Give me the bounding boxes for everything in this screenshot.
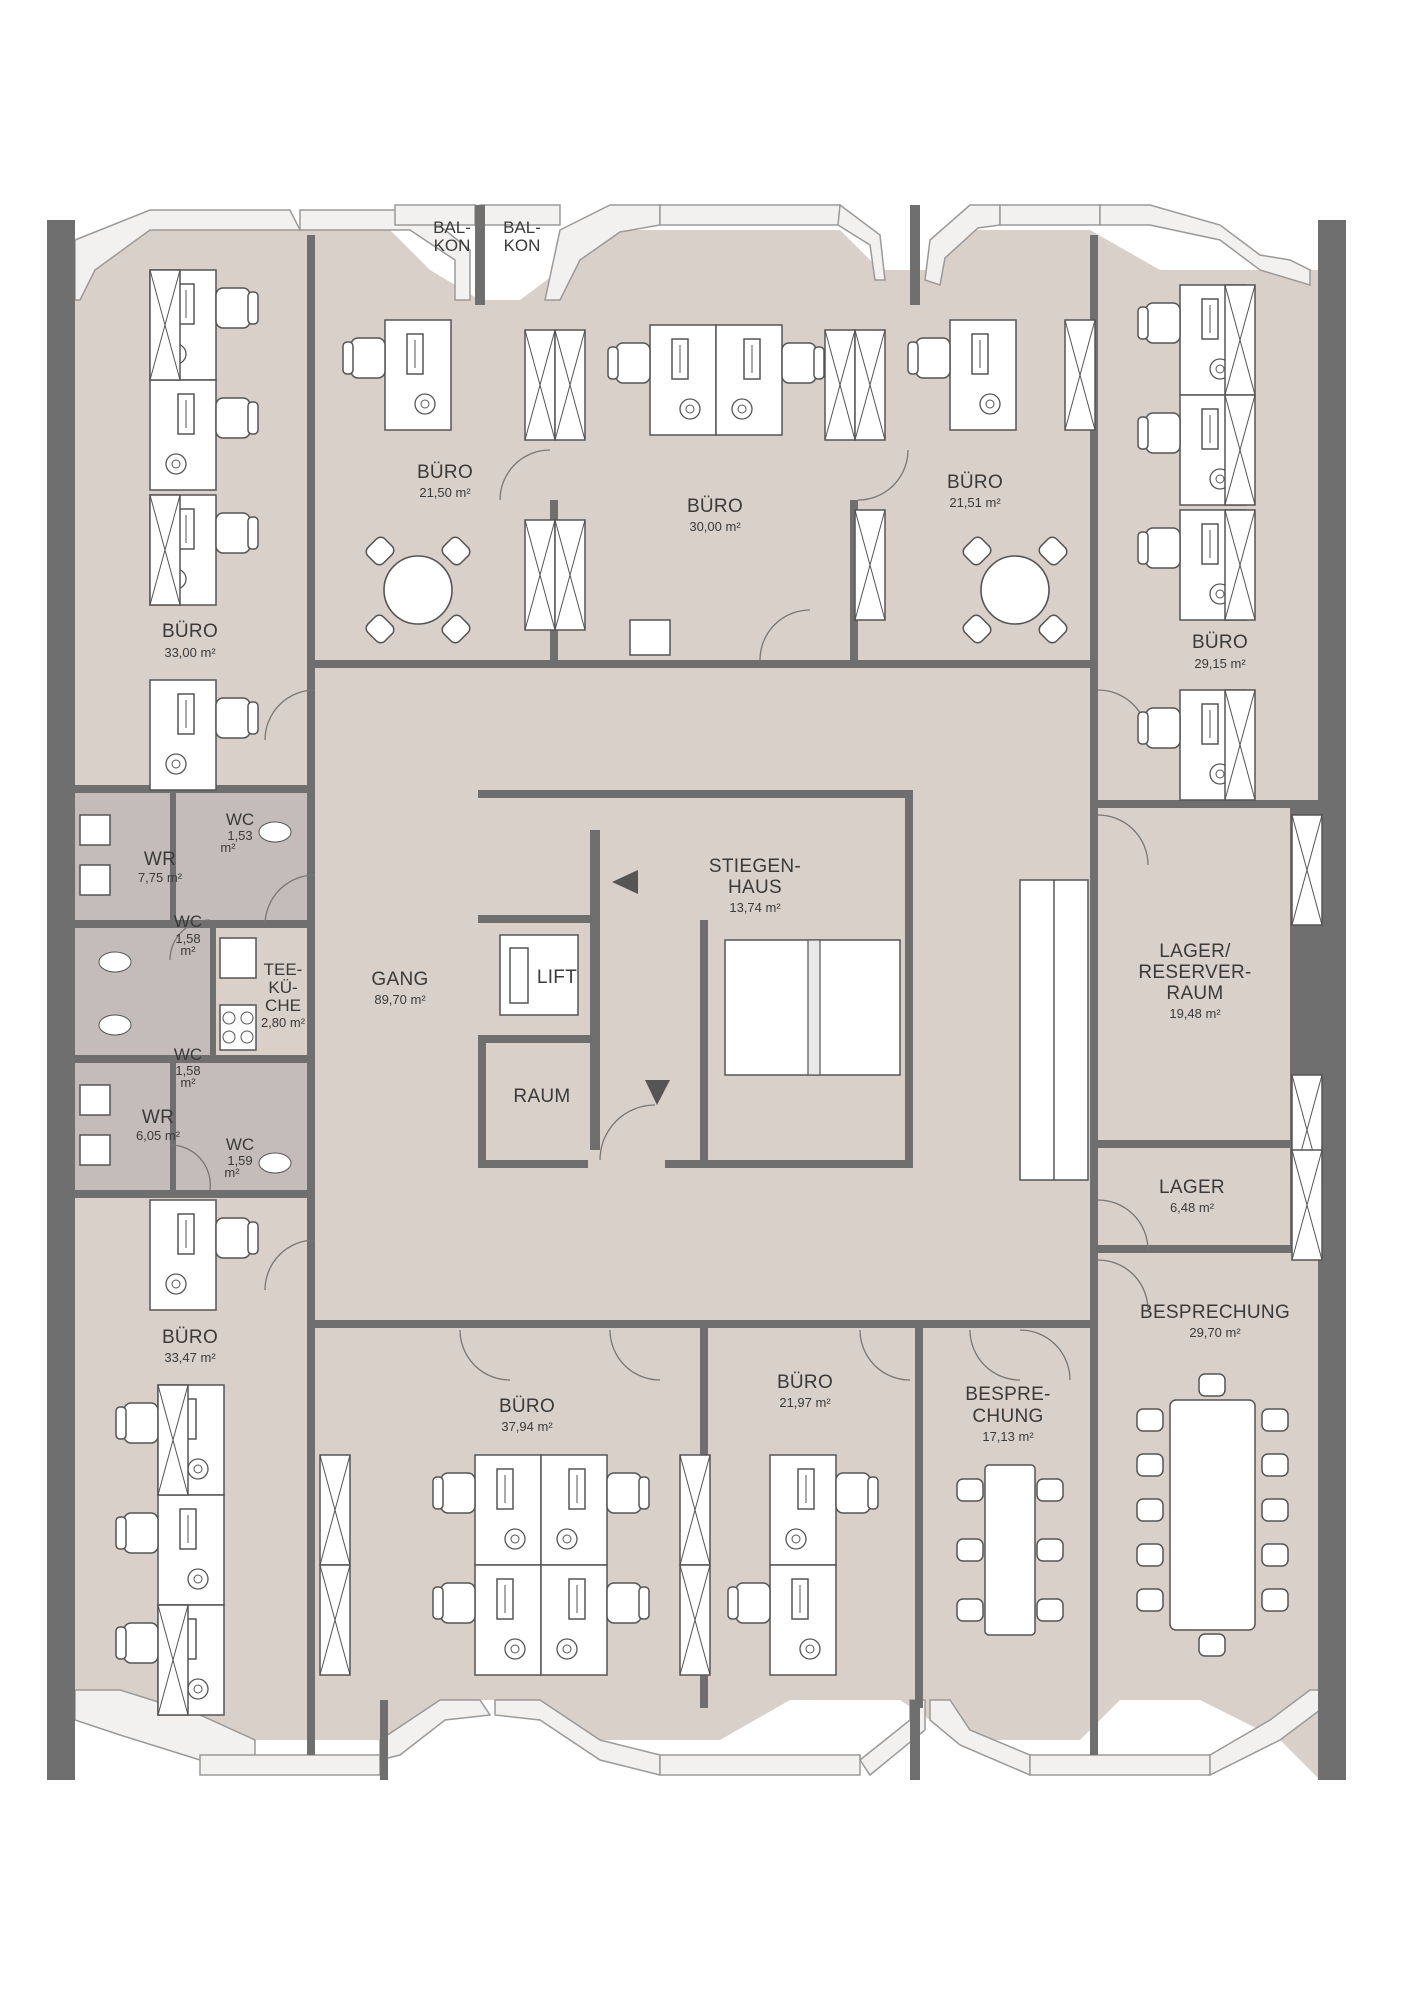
- room-name-raum: RAUM: [513, 1086, 570, 1107]
- room-area-buero-n2: 30,00 m²: [689, 519, 741, 534]
- balcony-right-1: BAL-: [503, 218, 541, 237]
- doors: [169, 449, 1149, 1381]
- room-area-buero-n1: 21,50 m²: [419, 485, 471, 500]
- room-name-besprechung-se: BESPRECHUNG: [1140, 1302, 1290, 1323]
- room-name-buero-s1: BÜRO: [499, 1396, 555, 1417]
- room-name-lager-reserve-2: RESERVER-: [1138, 962, 1251, 983]
- balcony-right-2: KON: [504, 236, 541, 255]
- room-area-buero-s1: 37,94 m²: [501, 1419, 553, 1434]
- room-name-buero-n2: BÜRO: [687, 496, 743, 517]
- room-area-wc1-value: 1,53: [227, 828, 252, 843]
- room-name-besprechung-s-2: CHUNG: [972, 1406, 1043, 1427]
- room-name-wc4: WC: [226, 1135, 254, 1154]
- balcony-left-1: BAL-: [433, 218, 471, 237]
- room-name-lager: LAGER: [1159, 1177, 1225, 1198]
- room-area-wr2: 6,05 m²: [136, 1128, 181, 1143]
- room-labels: BÜRO 33,00 m² BÜRO 21,50 m² BÜRO 30,00 m…: [136, 218, 1290, 1444]
- room-name-buero-n1: BÜRO: [417, 462, 473, 483]
- room-name-lager-reserve-3: RAUM: [1166, 983, 1223, 1004]
- room-name-lift: LIFT: [537, 967, 577, 988]
- room-name-lager-reserve-1: LAGER/: [1159, 941, 1231, 962]
- room-area-teekueche: 2,80 m²: [261, 1015, 306, 1030]
- room-name-teekueche-2: KÜ-: [268, 978, 297, 997]
- room-name-teekueche-1: TEE-: [264, 960, 303, 979]
- room-area-wr1: 7,75 m²: [138, 870, 183, 885]
- room-area-wc3-unit: m²: [180, 1075, 196, 1090]
- window-bays: [74, 203, 1321, 1777]
- room-name-stiegenhaus-2: HAUS: [728, 877, 782, 898]
- walls: [47, 205, 1346, 1780]
- room-name-wc2: WC: [174, 912, 202, 931]
- room-name-buero-nw: BÜRO: [162, 621, 218, 642]
- room-area-buero-n3: 21,51 m²: [949, 495, 1001, 510]
- room-area-wc4-value: 1,59: [227, 1153, 252, 1168]
- room-name-wr1: WR: [144, 849, 176, 870]
- room-name-buero-n3: BÜRO: [947, 472, 1003, 493]
- room-area-buero-sw: 33,47 m²: [164, 1350, 216, 1365]
- room-name-wc3: WC: [174, 1045, 202, 1064]
- room-name-stiegenhaus-1: STIEGEN-: [709, 856, 801, 877]
- room-area-wc2-value: 1,58: [175, 931, 200, 946]
- balcony-left-2: KON: [434, 236, 471, 255]
- room-area-gang: 89,70 m²: [374, 992, 426, 1007]
- room-area-wc3-value: 1,58: [175, 1063, 200, 1078]
- room-area-buero-s2: 21,97 m²: [779, 1395, 831, 1410]
- room-name-besprechung-s-1: BESPRE-: [965, 1384, 1051, 1405]
- room-area-besprechung-s: 17,13 m²: [982, 1429, 1034, 1444]
- room-name-wr2: WR: [142, 1107, 174, 1128]
- room-area-lager: 6,48 m²: [1170, 1200, 1215, 1215]
- room-area-buero-ne: 29,15 m²: [1194, 656, 1246, 671]
- room-name-buero-ne: BÜRO: [1192, 632, 1248, 653]
- room-area-wc2-unit: m²: [180, 943, 196, 958]
- room-area-stiegenhaus: 13,74 m²: [729, 900, 781, 915]
- room-name-buero-sw: BÜRO: [162, 1327, 218, 1348]
- room-area-buero-nw: 33,00 m²: [164, 645, 216, 660]
- room-name-teekueche-3: CHE: [265, 996, 301, 1015]
- room-area-wc1-unit: m²: [220, 840, 236, 855]
- room-name-gang: GANG: [371, 969, 428, 990]
- room-area-wc4-unit: m²: [224, 1165, 240, 1180]
- room-name-wc1: WC: [226, 810, 254, 829]
- furniture: [79, 269, 1323, 1716]
- room-area-lager-reserve: 19,48 m²: [1169, 1006, 1221, 1021]
- room-area-besprechung-se: 29,70 m²: [1189, 1325, 1241, 1340]
- room-name-buero-s2: BÜRO: [777, 1372, 833, 1393]
